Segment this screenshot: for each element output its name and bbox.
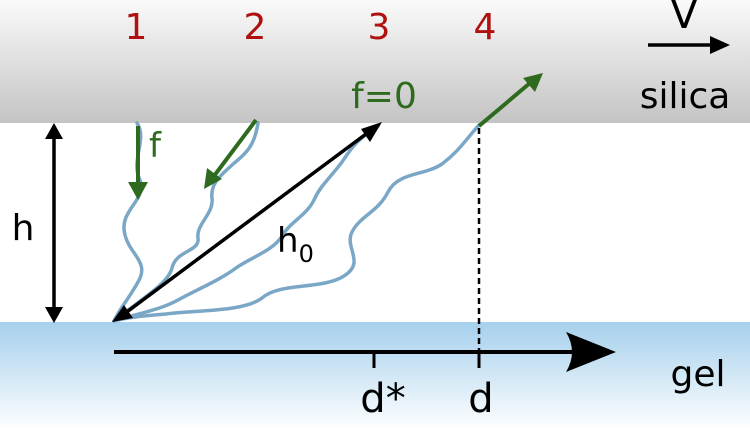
state-label-1: 1	[125, 7, 148, 48]
force-arrow-1	[128, 126, 148, 200]
silica-label: silica	[640, 76, 731, 117]
force-arrow-4	[477, 73, 543, 128]
distance-label: d	[468, 376, 493, 422]
force-arrow-2	[204, 118, 258, 189]
state-label-3: 3	[368, 7, 391, 48]
zero-force-label: f=0	[351, 76, 417, 117]
state-label-4: 4	[474, 7, 497, 48]
gel-label: gel	[670, 354, 725, 395]
critical-distance-label: d*	[360, 376, 405, 422]
polymer-chain-4	[112, 123, 481, 323]
height-label: h	[12, 208, 35, 249]
velocity-arrow	[648, 36, 730, 54]
gel-surface	[0, 322, 750, 431]
height-arrow	[45, 123, 63, 323]
state-label-2: 2	[244, 7, 267, 48]
polymer-chain-2	[112, 121, 260, 323]
natural-height-arrow	[112, 122, 382, 322]
velocity-label: V	[670, 0, 698, 38]
displacement-axis	[114, 332, 616, 372]
polymer-chain-3	[112, 124, 380, 323]
silica-surface	[0, 0, 750, 123]
natural-height-label: h0	[277, 221, 314, 268]
force-label: f	[149, 126, 162, 166]
